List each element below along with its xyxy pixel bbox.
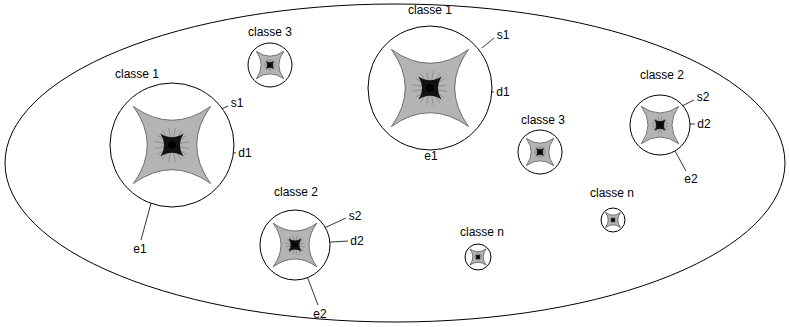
circle-outline xyxy=(464,243,492,271)
circle-border xyxy=(630,95,690,155)
circle-border xyxy=(601,208,625,232)
outer-ellipse xyxy=(5,4,785,322)
dark-core xyxy=(476,255,481,260)
center-dot xyxy=(426,84,433,91)
class-heading: classe 2 xyxy=(274,185,318,199)
dark-core xyxy=(654,119,665,130)
hatching xyxy=(610,217,617,224)
dark-core xyxy=(160,133,183,156)
center-dot xyxy=(477,256,480,259)
class-heading: classe 3 xyxy=(521,113,565,127)
dark-core xyxy=(418,76,441,99)
class-circle: classe 1 xyxy=(368,26,492,150)
dark-core xyxy=(611,218,615,222)
callout-label: s2 xyxy=(349,209,362,223)
star-crystal xyxy=(470,249,486,265)
circle-border xyxy=(368,26,492,150)
star-crystal xyxy=(256,51,283,78)
center-dot xyxy=(168,141,175,148)
circle-outline xyxy=(367,25,493,151)
class-heading: classe n xyxy=(590,186,634,200)
center-dot xyxy=(269,64,272,67)
callout-label: d2 xyxy=(697,117,710,131)
callout-label: s2 xyxy=(697,90,710,104)
center-dot xyxy=(612,219,615,222)
circle-outline xyxy=(600,207,626,233)
class-circle: classe 3 xyxy=(248,43,292,87)
hatching xyxy=(155,128,189,162)
hatching xyxy=(285,235,304,254)
circle-border xyxy=(518,130,562,174)
circle-border xyxy=(110,83,234,207)
callout-label: d1 xyxy=(496,85,509,99)
class-heading: classe 1 xyxy=(115,67,159,81)
callout-label: e2 xyxy=(313,307,326,321)
class-circle: classe n xyxy=(601,208,625,232)
hatching xyxy=(534,146,546,158)
circle-outline xyxy=(629,94,691,156)
hatching xyxy=(474,253,481,260)
star-crystal xyxy=(526,138,553,165)
dark-core xyxy=(289,239,302,252)
star-crystal xyxy=(391,49,468,126)
class-circle: classe 3 xyxy=(518,130,562,174)
callout-label: e2 xyxy=(684,172,697,186)
circle-border xyxy=(260,210,330,280)
hatching xyxy=(652,117,669,134)
star-crystal xyxy=(133,106,210,183)
circle-outline xyxy=(517,129,563,175)
class-heading: classe 2 xyxy=(640,68,684,82)
hatching xyxy=(413,71,447,105)
center-dot xyxy=(539,151,542,154)
callout-label: e1 xyxy=(133,242,146,256)
callout-label: s1 xyxy=(231,96,244,110)
center-dot xyxy=(293,243,297,247)
star-crystal xyxy=(606,213,621,228)
class-circle: classe 1 xyxy=(110,83,234,207)
circle-outline xyxy=(109,82,235,208)
center-dot xyxy=(658,123,662,127)
circle-outline xyxy=(259,209,331,281)
callout-label: d2 xyxy=(350,234,363,248)
star-crystal xyxy=(273,223,317,267)
circle-outline xyxy=(247,42,293,88)
class-circle: classe n xyxy=(465,244,491,270)
dark-core xyxy=(536,148,544,156)
class-heading: classe n xyxy=(460,225,504,239)
hatching xyxy=(264,59,276,71)
class-heading: classe 1 xyxy=(408,3,452,17)
callout-label: s1 xyxy=(497,28,510,42)
class-circle: classe 2 xyxy=(630,95,690,155)
dark-core xyxy=(266,61,274,69)
class-heading: classe 3 xyxy=(248,25,292,39)
circle-border xyxy=(248,43,292,87)
star-crystal xyxy=(641,106,678,143)
class-circle: classe 2 xyxy=(260,210,330,280)
callout-label: e1 xyxy=(424,149,437,163)
circle-border xyxy=(465,244,491,270)
callout-label: d1 xyxy=(238,146,251,160)
